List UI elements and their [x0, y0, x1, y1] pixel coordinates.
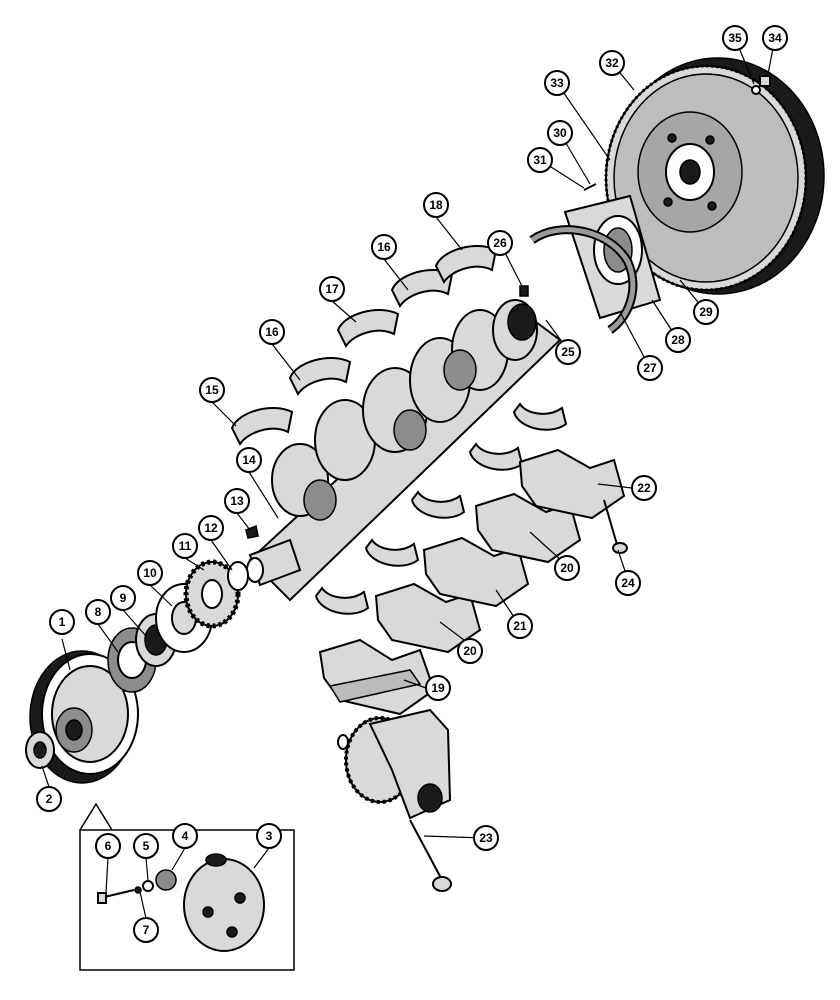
callout-11: 11: [172, 533, 198, 559]
callout-20-upper: 20: [554, 555, 580, 581]
callout-label: 23: [479, 831, 493, 845]
callout-15: 15: [199, 377, 225, 403]
callout-label: 20: [560, 561, 574, 575]
callout-5: 5: [133, 833, 159, 859]
callout-27: 27: [637, 355, 663, 381]
callout-33: 33: [544, 70, 570, 96]
callout-label: 29: [699, 305, 713, 319]
callout-label: 7: [143, 923, 150, 937]
lower-bearing-shells: [314, 402, 568, 615]
callout-7: 7: [133, 917, 159, 943]
callout-4: 4: [172, 823, 198, 849]
callout-label: 8: [95, 605, 102, 619]
crank-gear: [183, 559, 241, 629]
flywheel-bolt: [583, 183, 597, 191]
spacer-ring: [227, 561, 249, 591]
callout-label: 16: [377, 240, 391, 254]
callout-label: 1: [59, 615, 66, 629]
callout-label: 35: [728, 31, 742, 45]
callout-label: 27: [643, 361, 657, 375]
callout-label: 19: [431, 681, 445, 695]
callout-28: 28: [665, 327, 691, 353]
main-cap-bolt: [603, 499, 628, 554]
crankshaft-pulley: [29, 650, 139, 784]
callout-18: 18: [423, 192, 449, 218]
callout-14: 14: [236, 447, 262, 473]
callout-9: 9: [110, 585, 136, 611]
callout-31: 31: [527, 147, 553, 173]
pulley-nut: [25, 731, 55, 769]
callout-16-lower: 16: [259, 319, 285, 345]
callout-label: 31: [533, 153, 547, 167]
callout-label: 13: [230, 494, 244, 508]
flywheel: [604, 57, 825, 295]
callout-label: 14: [242, 453, 256, 467]
callout-label: 4: [182, 829, 189, 843]
callout-24: 24: [615, 570, 641, 596]
crankshaft: [246, 299, 562, 602]
callout-19: 19: [425, 675, 451, 701]
callout-label: 28: [671, 333, 685, 347]
callout-35: 35: [722, 25, 748, 51]
callout-21: 21: [507, 613, 533, 639]
callout-label: 22: [637, 481, 651, 495]
callout-label: 9: [120, 591, 127, 605]
callout-34: 34: [762, 25, 788, 51]
callout-20-lower: 20: [457, 638, 483, 664]
callout-label: 5: [143, 839, 150, 853]
callout-label: 30: [553, 126, 567, 140]
callout-2: 2: [36, 786, 62, 812]
callout-label: 18: [429, 198, 443, 212]
callout-label: 15: [205, 383, 219, 397]
callout-label: 33: [550, 76, 564, 90]
callout-1: 1: [49, 609, 75, 635]
callout-13: 13: [224, 488, 250, 514]
callout-30: 30: [547, 120, 573, 146]
callout-6: 6: [95, 833, 121, 859]
callout-3: 3: [256, 823, 282, 849]
callout-label: 26: [493, 236, 507, 250]
callout-26: 26: [487, 230, 513, 256]
callout-label: 25: [561, 345, 575, 359]
callout-10: 10: [137, 560, 163, 586]
callout-25: 25: [555, 339, 581, 365]
callout-23: 23: [473, 825, 499, 851]
callout-label: 10: [143, 566, 157, 580]
callout-17: 17: [319, 276, 345, 302]
callout-label: 12: [204, 521, 218, 535]
oil-pump-bolt: [409, 819, 452, 892]
oil-pump: [328, 669, 452, 820]
callout-label: 21: [513, 619, 527, 633]
flywheel-nut: [751, 75, 771, 95]
callout-label: 32: [605, 56, 619, 70]
callout-label: 11: [179, 539, 192, 553]
callout-12: 12: [198, 515, 224, 541]
callout-29: 29: [693, 299, 719, 325]
callout-8: 8: [85, 599, 111, 625]
callout-label: 2: [46, 792, 53, 806]
callout-label: 20: [463, 644, 477, 658]
callout-label: 34: [768, 31, 782, 45]
callout-32: 32: [599, 50, 625, 76]
callout-label: 6: [105, 839, 112, 853]
callout-label: 16: [265, 325, 279, 339]
callout-label: 3: [266, 829, 273, 843]
rear-dowel: [519, 285, 529, 297]
callout-16-upper: 16: [371, 234, 397, 260]
callout-22: 22: [631, 475, 657, 501]
callout-label: 24: [621, 576, 635, 590]
callout-label: 17: [325, 282, 339, 296]
